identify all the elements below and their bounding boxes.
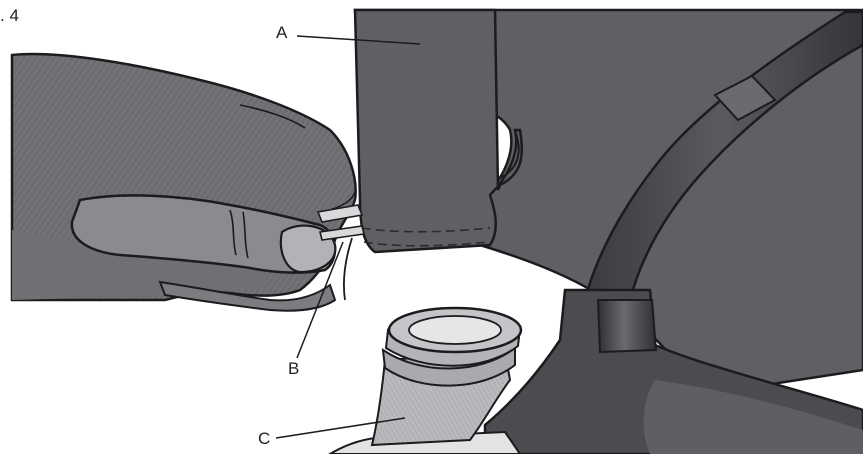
callout-label-c: C <box>258 429 271 448</box>
bottle-thread-ring-1 <box>381 345 516 387</box>
bag-lower-fold <box>353 8 524 254</box>
callout-label-a: A <box>276 23 288 42</box>
figure-number: . 4 <box>0 6 19 25</box>
callout-label-b: B <box>288 359 300 378</box>
leader-line-c <box>275 417 406 439</box>
tie-illustration <box>316 204 365 241</box>
bottle-opening <box>408 315 502 345</box>
bag-stitching <box>361 227 491 247</box>
nozzle-highlight <box>643 380 863 454</box>
hose-band <box>713 74 777 122</box>
leader-line-b <box>296 241 344 359</box>
tie-strand <box>342 237 353 301</box>
index-finger-illustration <box>158 280 337 312</box>
finger-knuckle-lines <box>229 104 356 259</box>
thumb-illustration <box>70 194 337 274</box>
bag-crease <box>499 129 520 179</box>
nozzle-collar <box>596 299 658 354</box>
hand-palm-shadow <box>12 230 270 300</box>
leader-line-a <box>296 35 421 45</box>
